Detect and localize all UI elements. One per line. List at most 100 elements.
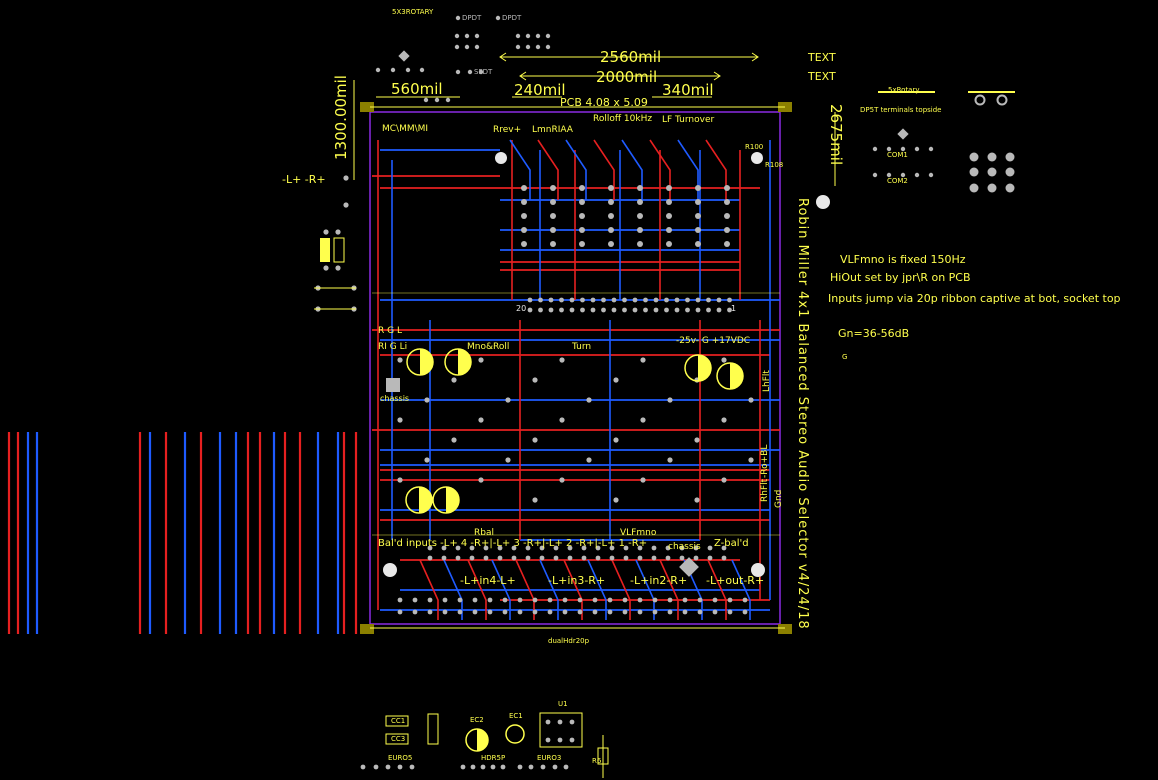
- relay-pad: [637, 227, 643, 233]
- header-pad: [527, 307, 533, 313]
- bottom-pad: [682, 597, 688, 603]
- switch-pad: [419, 67, 425, 73]
- bottom-pad: [517, 609, 523, 615]
- header-pad: [695, 297, 701, 303]
- rotary-label: 5X3ROTARY: [392, 8, 434, 16]
- side-pad: [335, 229, 341, 235]
- relay-pad: [695, 213, 701, 219]
- terminal-pad: [1005, 167, 1015, 177]
- label-ro-bl: -Ro+BL: [760, 444, 770, 478]
- bottom-pad: [697, 597, 703, 603]
- component-pad: [721, 417, 727, 423]
- fan-trace: [539, 559, 559, 620]
- mount-bar-br: [778, 624, 792, 634]
- input-pad: [707, 545, 713, 551]
- relay-pad: [579, 185, 585, 191]
- component-pad: [613, 497, 619, 503]
- bottom-part-pad: [557, 737, 563, 743]
- switch-pad: [495, 15, 501, 21]
- board-silkscreen: [314, 50, 1015, 778]
- input-pad: [665, 555, 671, 561]
- input-pad: [693, 555, 699, 561]
- terminal-pad: [987, 183, 997, 193]
- bottom-pad: [412, 597, 418, 603]
- component-pad: [748, 457, 754, 463]
- label-mno: Mno&Roll: [467, 342, 510, 352]
- component-pad: [667, 397, 673, 403]
- input-pad: [497, 545, 503, 551]
- component-pad: [451, 437, 457, 443]
- relay-pad: [579, 213, 585, 219]
- bottom-part-pad: [373, 764, 379, 770]
- input-pad: [567, 555, 573, 561]
- bottom-pad: [562, 609, 568, 615]
- label-rolloff: Rolloff 10kHz: [593, 114, 653, 124]
- bottom-pad: [697, 609, 703, 615]
- label-out: -L+out-R+: [706, 574, 765, 587]
- switch-pad: [405, 67, 411, 73]
- input-pad: [525, 555, 531, 561]
- ec-cap-4-fill: [730, 363, 743, 389]
- switch-pad: [454, 44, 460, 50]
- bottom-part-pad: [460, 764, 466, 770]
- switch-pad: [525, 33, 531, 39]
- terminal-pad: [987, 167, 997, 177]
- header-pad: [632, 307, 638, 313]
- mount-hole-4: [383, 563, 397, 577]
- header-pad: [685, 307, 690, 313]
- relay-pad: [521, 241, 527, 247]
- switch-pad: [535, 44, 541, 50]
- switch-pad: [474, 44, 480, 50]
- bottom-pad: [712, 597, 718, 603]
- relay-pad: [608, 199, 614, 205]
- side-pad: [323, 265, 329, 271]
- input-pad: [637, 555, 643, 561]
- input-pad: [679, 555, 685, 561]
- component-pad: [640, 357, 646, 363]
- label-chassis: chassis: [380, 394, 410, 403]
- label-euro3: EURO3: [537, 754, 562, 762]
- ec-cap-5-fill: [419, 487, 432, 513]
- bottom-pad: [472, 609, 478, 615]
- input-pad: [721, 555, 727, 561]
- bottom-pad: [637, 597, 643, 603]
- zd-body-1: [320, 238, 330, 262]
- fan-trace: [587, 559, 607, 620]
- input-pad: [637, 545, 643, 551]
- label-supply: -25v- G +17VDC: [676, 336, 751, 346]
- component-pad: [694, 437, 700, 443]
- switch-pad: [375, 67, 381, 73]
- bottom-part-pad: [569, 719, 575, 725]
- top-fan-trace: [537, 139, 559, 200]
- note-inputs: Inputs jump via 20p ribbon captive at bo…: [828, 292, 1121, 305]
- mount-hole-1: [495, 152, 507, 164]
- mount-hole-5: [751, 563, 765, 577]
- relay-pad: [579, 241, 585, 247]
- component-pad: [694, 497, 700, 503]
- switch-pad: [434, 97, 440, 103]
- label-rgl: R G L: [378, 326, 402, 336]
- component-pad: [424, 397, 430, 403]
- input-pad: [441, 545, 447, 551]
- relay-pad: [579, 199, 585, 205]
- ec-cap-6-fill: [446, 487, 459, 513]
- component-pad: [559, 417, 565, 423]
- terminal-pad: [969, 152, 979, 162]
- component-pad: [532, 497, 538, 503]
- dpdt-label-2: DPDT: [502, 14, 522, 22]
- bottom-pad: [742, 597, 748, 603]
- switch-pad: [464, 44, 470, 50]
- header-pad: [548, 297, 554, 303]
- label-rl: RI G Li: [378, 342, 408, 352]
- component-pad: [451, 377, 457, 383]
- header-pad: [590, 307, 596, 313]
- relay-pad: [724, 241, 730, 247]
- input-pad: [651, 545, 657, 551]
- label-ec2: EC2: [470, 716, 484, 724]
- top-fan-trace: [509, 139, 531, 200]
- bottom-pad: [502, 597, 508, 603]
- input-pad: [567, 545, 573, 551]
- label-r108: R108: [765, 161, 784, 169]
- header-pad: [716, 307, 722, 313]
